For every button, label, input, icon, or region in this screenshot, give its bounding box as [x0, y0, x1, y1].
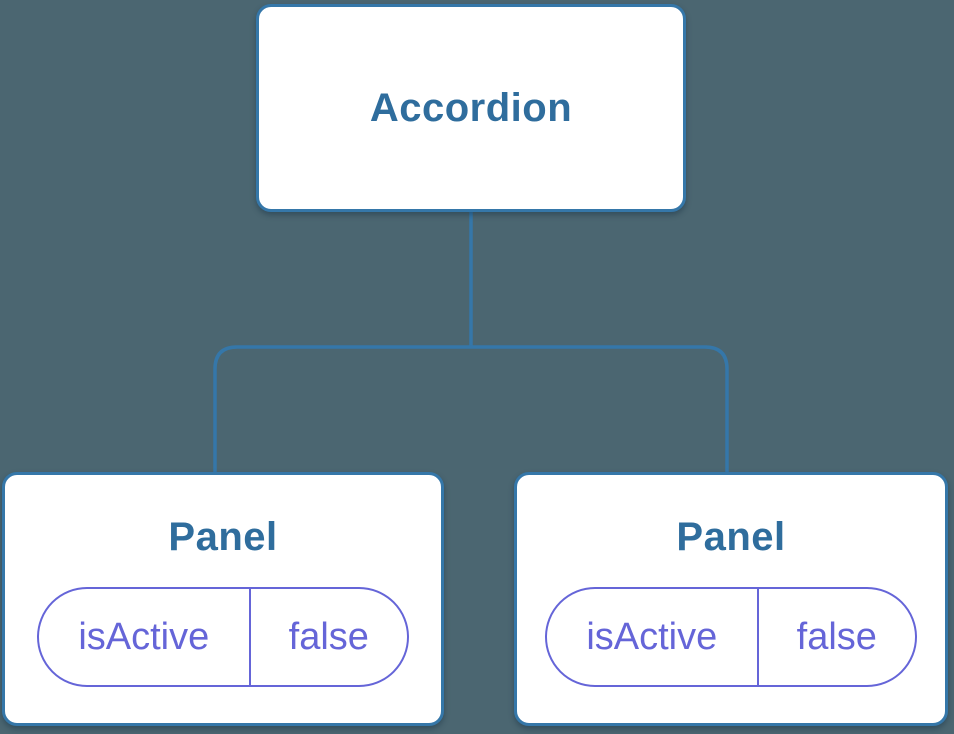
- state-value: false: [796, 615, 877, 658]
- accordion-node: Accordion: [256, 4, 686, 212]
- accordion-node-label: Accordion: [369, 85, 573, 130]
- state-pill: isActive false: [545, 587, 917, 687]
- state-key: isActive: [39, 589, 251, 685]
- panel-node-label: Panel: [676, 515, 786, 559]
- state-value: false: [288, 615, 369, 658]
- state-key: isActive: [547, 589, 759, 685]
- panel-node-label: Panel: [168, 515, 278, 559]
- connector-bracket: [213, 345, 729, 474]
- panel-node-left: Panel isActive false: [2, 472, 444, 726]
- panel-node-right: Panel isActive false: [514, 472, 948, 726]
- state-pill: isActive false: [37, 587, 409, 687]
